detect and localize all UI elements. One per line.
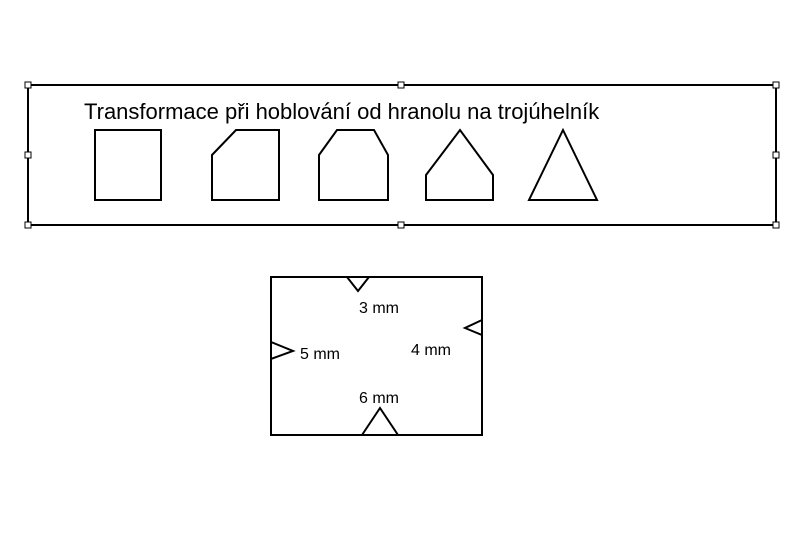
resize-handle-middle-right[interactable]: [772, 151, 780, 159]
resize-handle-bottom-right[interactable]: [772, 221, 780, 229]
stage-pentagon: [425, 128, 494, 201]
banner-frame[interactable]: [24, 81, 780, 229]
right-cut-marker: [462, 318, 483, 337]
right-depth-label: 4 mm: [411, 342, 451, 359]
stage-two-corners-chamfered: [318, 129, 389, 201]
resize-handle-top-right[interactable]: [772, 81, 780, 89]
bottom-cut-marker: [360, 406, 400, 436]
banner-title: Transformace při hoblování od hranolu na…: [84, 99, 600, 124]
cross-section-rectangle: [270, 276, 483, 436]
stage-one-corner-chamfered: [211, 129, 280, 201]
resize-handle-bottom-center[interactable]: [397, 221, 405, 229]
stage-square: [94, 129, 162, 201]
top-cut-marker: [344, 276, 372, 293]
bottom-depth-label: 6 mm: [359, 390, 399, 407]
top-depth-label: 3 mm: [359, 300, 399, 317]
resize-handle-bottom-left[interactable]: [24, 221, 32, 229]
resize-handle-top-left[interactable]: [24, 81, 32, 89]
resize-handle-top-center[interactable]: [397, 81, 405, 89]
resize-handle-middle-left[interactable]: [24, 151, 32, 159]
left-depth-label: 5 mm: [300, 346, 340, 363]
left-cut-marker: [270, 340, 296, 361]
stage-triangle: [527, 127, 599, 201]
